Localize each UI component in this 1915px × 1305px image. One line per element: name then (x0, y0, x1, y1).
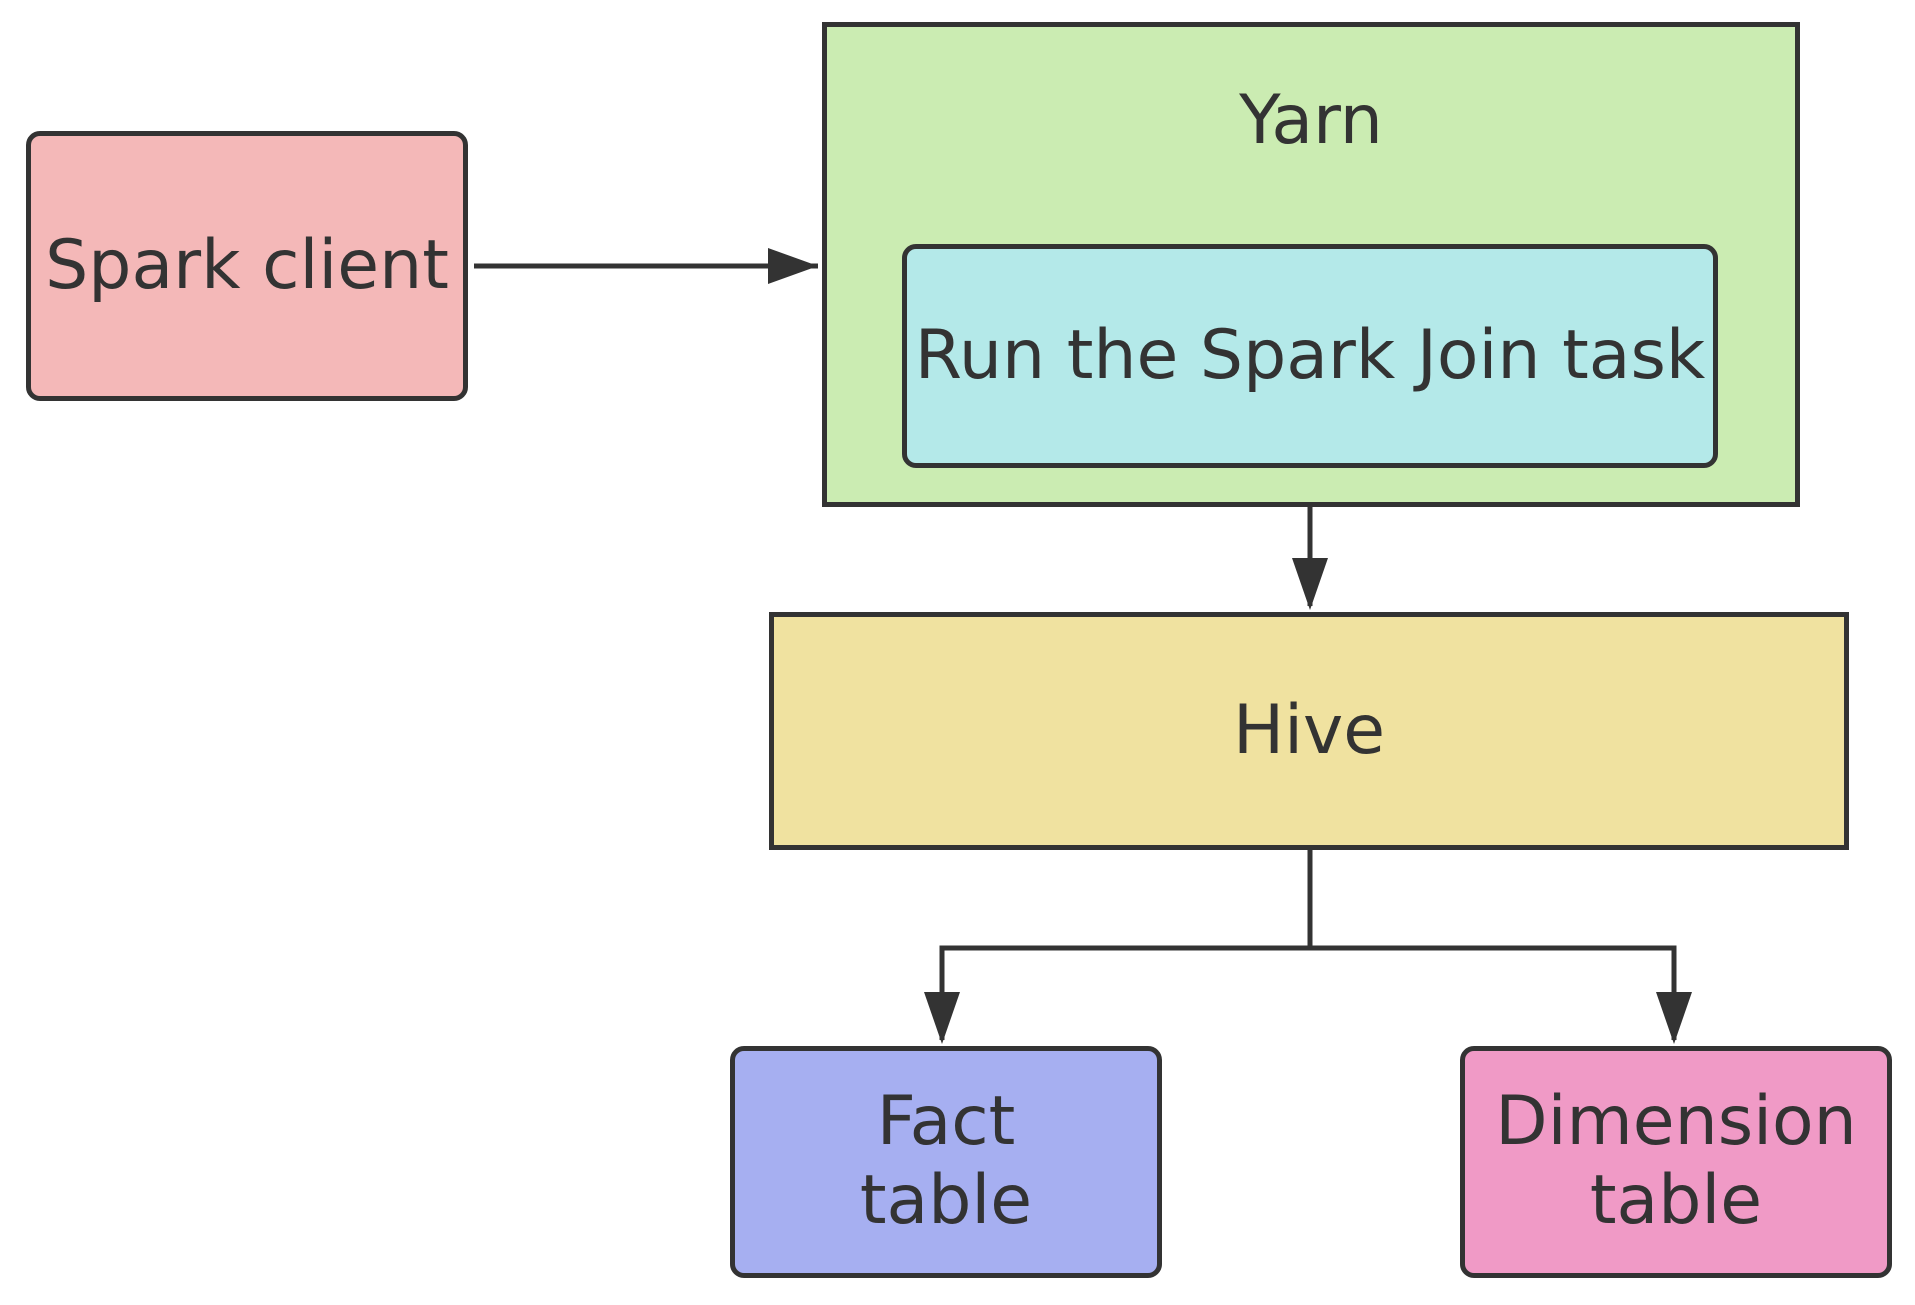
spark-client-label: Spark client (45, 225, 449, 305)
arrowhead-fact-table (924, 992, 960, 1044)
yarn-label: Yarn (1239, 81, 1383, 160)
spark-join-task-label: Run the Spark Join task (914, 315, 1706, 395)
arrowhead-dimension-table (1656, 992, 1692, 1044)
edge-hive-to-fact-table (939, 945, 1310, 1040)
arrowhead-yarn (768, 248, 818, 284)
spark-join-task-node: Run the Spark Join task (902, 244, 1718, 468)
arrowhead-hive (1292, 558, 1328, 610)
dimension-table-label-line1: Dimension (1495, 1082, 1857, 1162)
spark-client-node: Spark client (26, 131, 468, 401)
fact-table-label-line2: table (859, 1161, 1033, 1240)
fact-table-node: Fact table (730, 1046, 1162, 1278)
hive-label: Hive (1232, 690, 1386, 770)
hive-node: Hive (769, 612, 1849, 850)
dimension-table-node: Dimension table (1460, 1046, 1892, 1278)
edge-hive-to-dimension-table (1310, 945, 1677, 1040)
dimension-table-label-line2: table (1589, 1161, 1763, 1240)
fact-table-label-line1: Fact (876, 1082, 1016, 1162)
